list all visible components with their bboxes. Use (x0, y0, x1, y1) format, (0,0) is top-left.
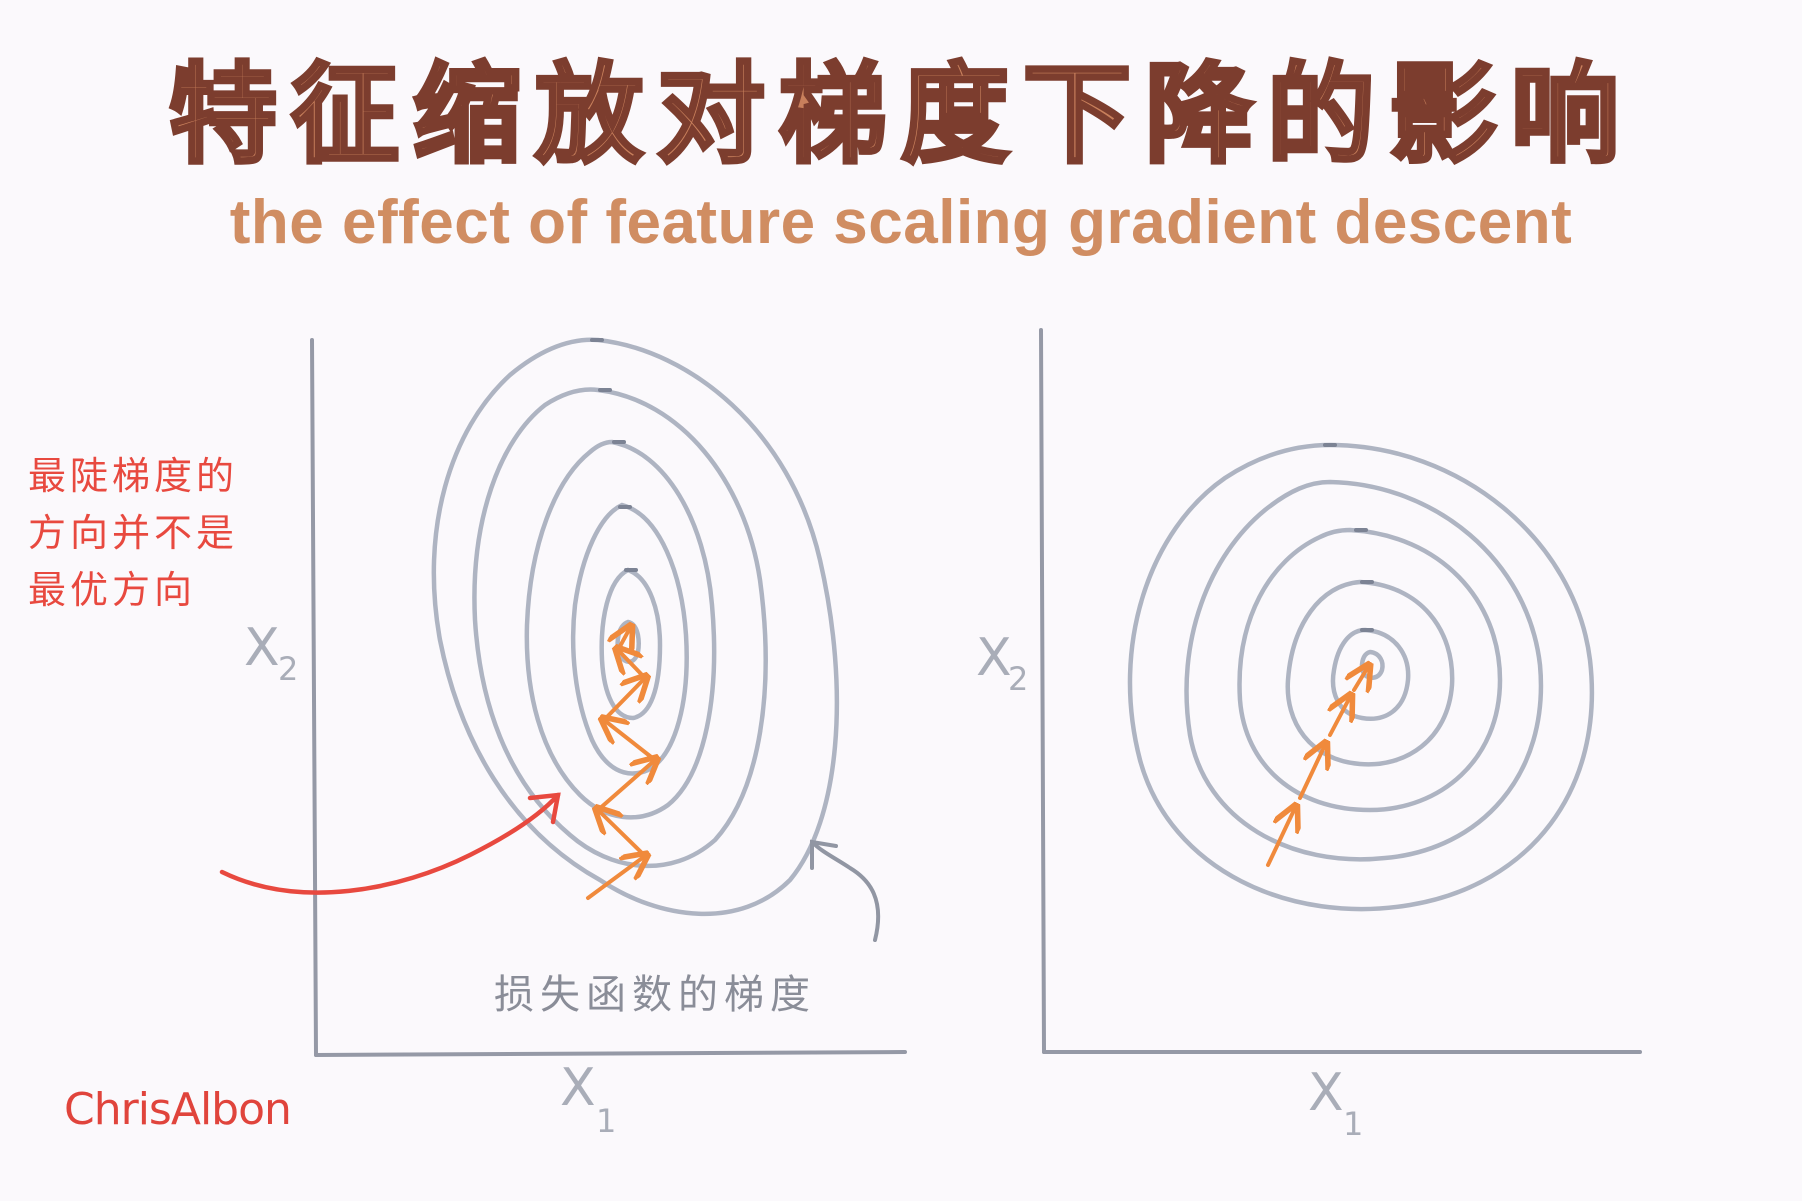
left-step-2 (598, 810, 647, 858)
left-contours (431, 337, 840, 917)
svg-text:X: X (1308, 1063, 1344, 1123)
left-step-7 (618, 628, 630, 650)
left-ylabel: X 2 (244, 618, 298, 688)
svg-text:1: 1 (596, 1102, 616, 1140)
gray-pointer-arrow (810, 839, 881, 942)
left-contour-1 (431, 337, 840, 917)
left-step-1 (586, 856, 645, 900)
right-contour-1 (1127, 442, 1595, 912)
right-contour-2 (1184, 479, 1544, 862)
right-xlabel: X 1 (1308, 1063, 1363, 1143)
note-line: 最陡梯度的 (28, 454, 239, 498)
steepest-direction-note: 最陡梯度的 方向并不是 最优方向 (28, 448, 288, 619)
title-chinese: 特征缩放对梯度下降的影响 (167, 53, 1633, 178)
left-contour-ticks (590, 338, 638, 572)
left-descent-path (586, 628, 657, 900)
left-step-5 (602, 678, 645, 722)
left-contour-5 (599, 567, 663, 721)
right-step-3 (1330, 697, 1350, 737)
right-axes (1039, 328, 1642, 1054)
right-contours (1127, 442, 1595, 912)
left-xlabel: X 1 (560, 1058, 616, 1140)
right-step-1 (1266, 808, 1295, 867)
loss-gradient-label: 损失函数的梯度 (494, 972, 816, 1018)
left-step-3 (596, 760, 655, 812)
right-y-axis (1039, 328, 1046, 1054)
right-step-4 (1354, 667, 1368, 690)
right-contour-4 (1285, 579, 1455, 767)
right-contour-3 (1237, 527, 1503, 813)
svg-text:2: 2 (1008, 660, 1028, 698)
right-step-2 (1298, 745, 1325, 800)
left-contour-2 (472, 387, 768, 869)
note-line: 方向并不是 (28, 511, 239, 555)
right-contour-ticks (1323, 443, 1374, 632)
left-y-axis (310, 338, 318, 1057)
left-step-6 (618, 650, 647, 680)
left-step-4 (604, 720, 657, 762)
note-line: 最优方向 (28, 568, 197, 612)
left-contour-4 (570, 502, 689, 776)
red-arrow (219, 792, 561, 895)
left-axes (310, 338, 907, 1057)
right-descent-path (1266, 667, 1368, 867)
author-signature: ChrisAlbon (64, 1084, 292, 1135)
title-english: the effect of feature scaling gradient d… (229, 188, 1573, 257)
svg-text:2: 2 (278, 650, 298, 688)
right-contour-5 (1330, 627, 1411, 721)
left-x-axis (314, 1050, 907, 1057)
svg-text:1: 1 (1343, 1105, 1363, 1143)
svg-text:X: X (976, 628, 1012, 688)
right-ylabel: X 2 (976, 628, 1028, 698)
svg-text:X: X (244, 618, 280, 678)
svg-text:X: X (560, 1058, 596, 1118)
